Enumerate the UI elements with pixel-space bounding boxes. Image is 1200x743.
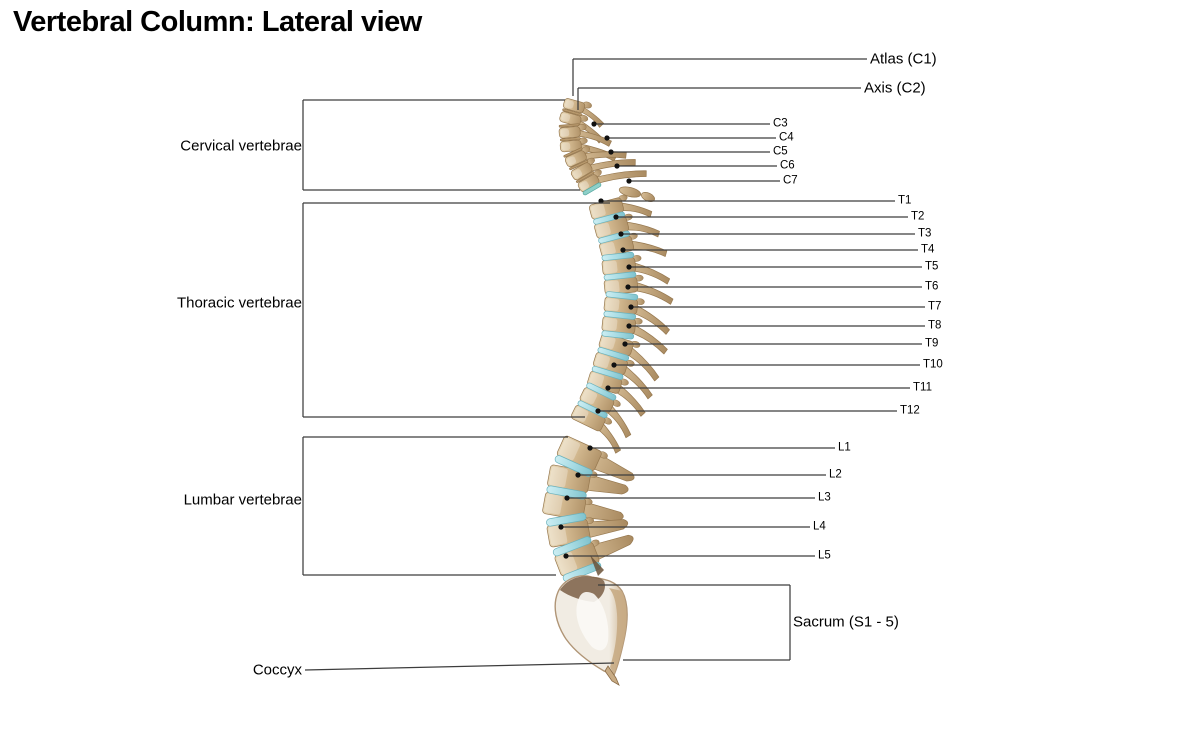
marker-dot-t7 <box>628 304 634 310</box>
spine-region-lumbar <box>542 435 635 582</box>
label-t12: T12 <box>900 404 920 417</box>
coccyx-bone <box>604 665 620 686</box>
label-c5: C5 <box>773 145 788 158</box>
sacrum-bone <box>554 555 628 686</box>
label-l4: L4 <box>813 520 826 533</box>
marker-dot-t9 <box>622 341 628 347</box>
label-t1: T1 <box>898 194 912 207</box>
label-l2: L2 <box>829 468 842 481</box>
label-c3: C3 <box>773 117 788 130</box>
marker-dot-c7 <box>626 178 632 184</box>
label-c6: C6 <box>780 159 795 172</box>
marker-dot-t10 <box>611 362 617 368</box>
leader-lines <box>302 58 925 671</box>
marker-dot-c5 <box>608 149 614 155</box>
label-t10: T10 <box>923 358 943 371</box>
marker-dot-l2 <box>575 472 581 478</box>
marker-dot-t4 <box>620 247 626 253</box>
label-l5: L5 <box>818 549 831 562</box>
label-t11: T11 <box>913 381 932 394</box>
label-t2: T2 <box>911 210 925 223</box>
label-t3: T3 <box>918 227 932 240</box>
label-cervical-group: Cervical vertebrae <box>180 137 302 155</box>
label-t7: T7 <box>928 300 942 313</box>
label-c4: C4 <box>779 131 794 144</box>
label-sacrum: Sacrum (S1 - 5) <box>793 613 899 631</box>
diagram-title: Vertebral Column: Lateral view <box>13 6 422 38</box>
leader-line-coccyx <box>304 662 615 671</box>
marker-dot-t5 <box>626 264 632 270</box>
marker-dot-c6 <box>614 163 620 169</box>
marker-dot-c4 <box>604 135 610 141</box>
label-t6: T6 <box>925 280 939 293</box>
label-coccyx: Coccyx <box>252 661 302 679</box>
marker-dot-l1 <box>587 445 593 451</box>
label-t5: T5 <box>925 260 939 273</box>
label-atlas: Atlas (C1) <box>870 50 937 68</box>
label-axis: Axis (C2) <box>864 79 926 97</box>
marker-dot-t8 <box>626 323 632 329</box>
marker-dot-t3 <box>618 231 624 237</box>
marker-dot-l3 <box>564 495 570 501</box>
label-lumbar-group: Lumbar vertebrae <box>183 491 302 509</box>
spine-region-cervical <box>558 98 647 196</box>
marker-dot-l5 <box>563 553 569 559</box>
marker-dot-l4 <box>558 524 564 530</box>
spine-region-thoracic <box>571 194 674 454</box>
label-c7: C7 <box>783 174 798 187</box>
label-l1: L1 <box>838 441 851 454</box>
label-t9: T9 <box>925 337 939 350</box>
label-t8: T8 <box>928 319 942 332</box>
marker-dot-t12 <box>595 408 601 414</box>
marker-dot-t6 <box>625 284 631 290</box>
label-t4: T4 <box>921 243 935 256</box>
marker-dot-c3 <box>591 121 597 127</box>
marker-dot-t11 <box>605 385 611 391</box>
label-thoracic-group: Thoracic vertebrae <box>176 294 302 312</box>
marker-dot-t1 <box>598 198 604 204</box>
label-l3: L3 <box>818 491 831 504</box>
marker-dot-t2 <box>613 214 619 220</box>
